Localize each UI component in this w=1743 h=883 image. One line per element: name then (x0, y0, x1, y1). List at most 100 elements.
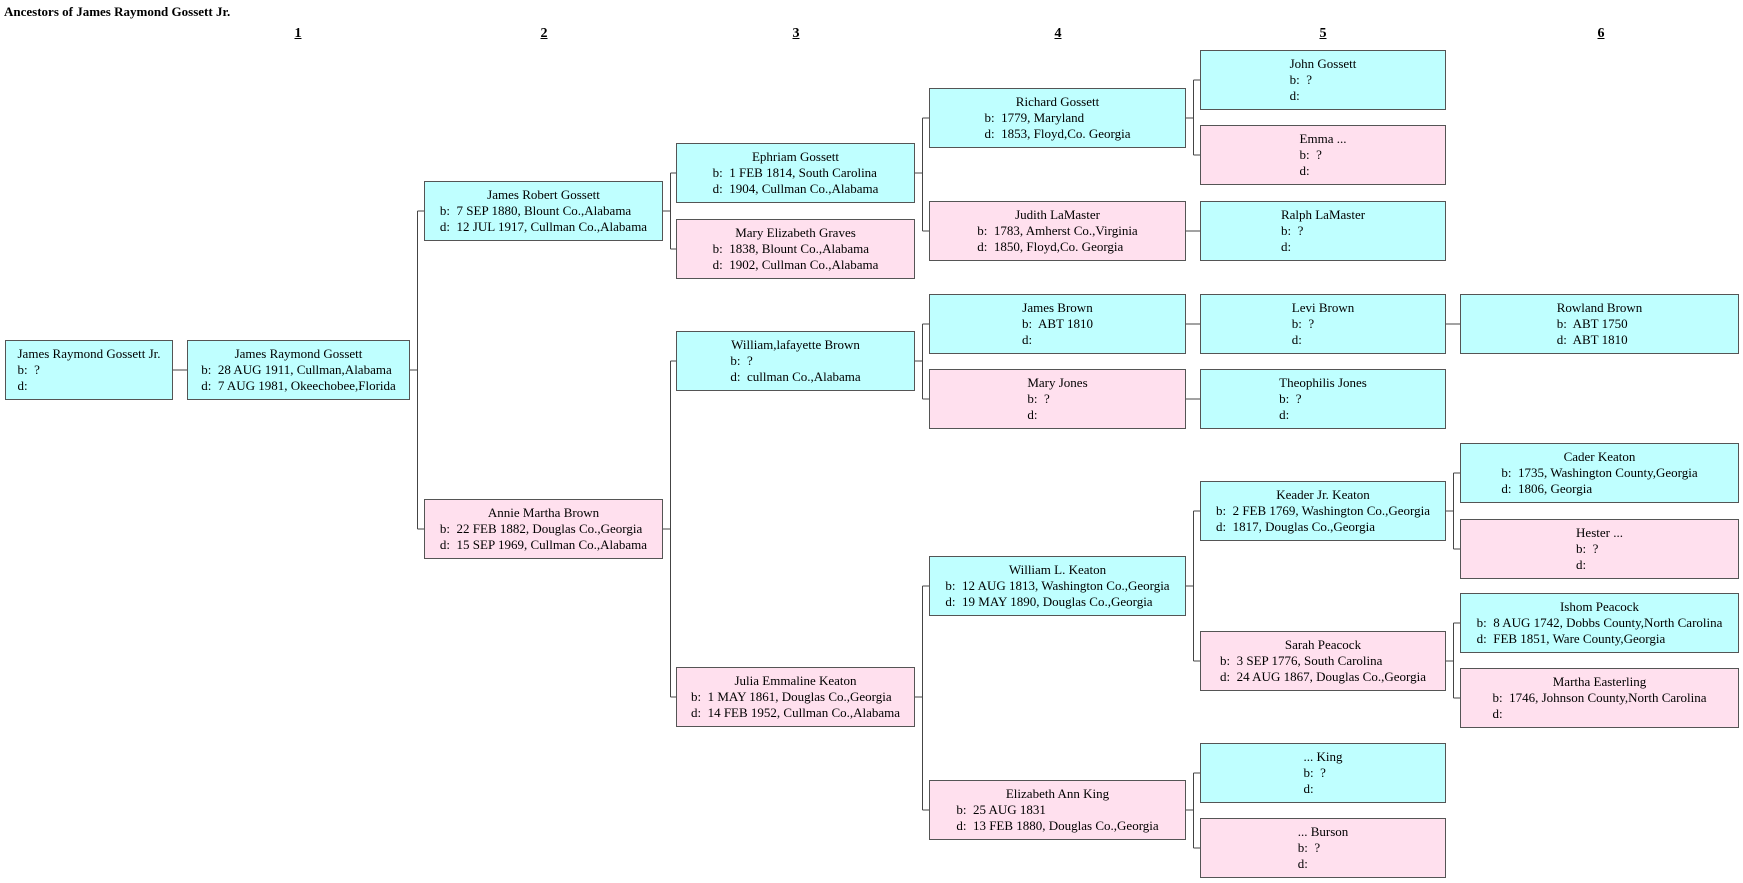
person-box[interactable]: James Raymond Gossett Jr.b: ?d: (5, 340, 173, 400)
death-value: 15 SEP 1969, Cullman Co.,Alabama (456, 537, 648, 552)
birth-line: b: ? (1281, 223, 1365, 239)
birth-value: 8 AUG 1742, Dobbs County,North Carolina (1493, 615, 1723, 630)
death-value: 1850, Floyd,Co. Georgia (993, 239, 1124, 254)
birth-line: b: ? (1279, 391, 1367, 407)
birth-value: 25 AUG 1831 (972, 802, 1046, 817)
birth-line: b: 2 FEB 1769, Washington Co.,Georgia (1216, 503, 1430, 519)
death-line: d: 19 MAY 1890, Douglas Co.,Georgia (945, 594, 1169, 610)
birth-label: b: (690, 689, 708, 704)
death-line: d: (1022, 332, 1093, 348)
generation-header-5: 5 (1319, 26, 1327, 41)
birth-value: ? (1592, 541, 1599, 556)
death-value: 24 AUG 1867, Douglas Co.,Georgia (1236, 669, 1426, 684)
birth-line: b: 22 FEB 1882, Douglas Co.,Georgia (440, 521, 647, 537)
birth-label: b: (1027, 391, 1044, 406)
person-details: Emma ...b: ?d: (1300, 131, 1347, 179)
death-label: d: (1299, 163, 1313, 178)
death-line: d: (1300, 163, 1347, 179)
death-value: 1806, Georgia (1518, 481, 1593, 496)
death-line: d: (1027, 407, 1087, 423)
generation-header-4: 4 (1054, 26, 1062, 41)
birth-line: b: 25 AUG 1831 (956, 802, 1158, 818)
birth-label: b: (1492, 690, 1510, 705)
death-line: d: (18, 378, 161, 394)
person-box[interactable]: Emma ...b: ?d: (1200, 125, 1446, 185)
death-line: d: 1806, Georgia (1501, 481, 1697, 497)
person-name: Richard Gossett (1015, 94, 1100, 109)
death-label: d: (1297, 856, 1312, 871)
death-line: d: (1304, 781, 1343, 797)
birth-line: b: 1 FEB 1814, South Carolina (713, 165, 879, 181)
birth-value: ? (1297, 223, 1304, 238)
birth-line: b: 1838, Blount Co.,Alabama (713, 241, 879, 257)
generation-header-2: 2 (540, 26, 548, 41)
person-name: Ishom Peacock (1559, 599, 1640, 614)
death-value: 1904, Cullman Co.,Alabama (729, 181, 879, 196)
birth-value: ABT 1810 (1037, 316, 1093, 331)
birth-label: b: (956, 802, 973, 817)
birth-line: b: 28 AUG 1911, Cullman,Alabama (201, 362, 396, 378)
death-label: d: (984, 126, 1002, 141)
death-line: d: (1576, 557, 1623, 573)
death-line: d: 1902, Cullman Co.,Alabama (713, 257, 879, 273)
birth-value: 3 SEP 1776, South Carolina (1236, 653, 1383, 668)
death-line: d: 1853, Floyd,Co. Georgia (984, 126, 1130, 142)
birth-label: b: (1556, 316, 1573, 331)
death-label: d: (1279, 407, 1293, 422)
death-label: d: (956, 818, 973, 833)
birth-label: b: (1279, 391, 1296, 406)
birth-line: b: ? (730, 353, 860, 369)
person-name: ... King (1303, 749, 1343, 764)
birth-value: ? (1043, 391, 1050, 406)
death-label: d: (712, 257, 730, 272)
person-name: Levi Brown (1291, 300, 1355, 315)
death-line: d: (1281, 239, 1365, 255)
person-name: Julia Emmaline Keaton (734, 673, 857, 688)
birth-line: b: ? (1298, 840, 1349, 856)
person-name: James Raymond Gossett Jr. (17, 346, 161, 361)
generation-header-3: 3 (792, 26, 800, 41)
death-label: d: (1220, 669, 1237, 684)
death-line: d: (1290, 88, 1357, 104)
birth-value: 22 FEB 1882, Douglas Co.,Georgia (456, 521, 643, 536)
person-box[interactable]: Hester ...b: ?d: (1460, 519, 1739, 579)
death-line: d: ABT 1810 (1557, 332, 1643, 348)
death-label: d: (439, 219, 457, 234)
birth-line: b: 3 SEP 1776, South Carolina (1220, 653, 1426, 669)
birth-label: b: (439, 203, 457, 218)
person-name: Ephriam Gossett (751, 149, 839, 164)
